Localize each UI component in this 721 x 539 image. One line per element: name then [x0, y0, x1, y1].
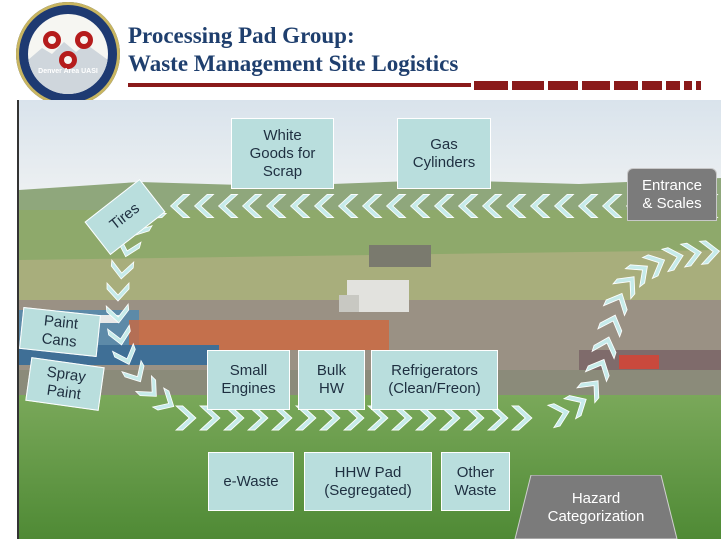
- flow-chevron: [111, 342, 136, 366]
- flow-chevron: [562, 395, 587, 420]
- flow-chevron: [217, 194, 239, 218]
- flow-chevron: [457, 194, 479, 218]
- title-line-2: Waste Management Site Logistics: [128, 51, 459, 76]
- small-engines-station: Small Engines: [207, 350, 290, 410]
- flow-chevron: [169, 194, 191, 218]
- flow-chevron: [601, 194, 623, 218]
- paint-cans-station: Paint Cans: [19, 307, 101, 357]
- bulk-hw-station: Bulk HW: [298, 350, 365, 410]
- hazard-categorization-shape: [514, 475, 678, 539]
- flow-chevron: [337, 194, 359, 218]
- flow-chevron: [612, 276, 636, 300]
- flow-chevron: [110, 259, 135, 280]
- flow-chevron: [624, 264, 648, 288]
- flow-chevron: [361, 194, 383, 218]
- flow-chevron: [597, 314, 623, 338]
- flow-chevron: [698, 240, 721, 265]
- flow-chevron: [193, 194, 215, 218]
- flow-chevron: [602, 292, 628, 317]
- flow-chevron: [151, 387, 175, 411]
- flow-chevron: [289, 194, 311, 218]
- flow-chevron: [584, 358, 610, 383]
- flow-chevron: [510, 405, 533, 431]
- flow-chevron: [198, 405, 221, 431]
- flow-chevron: [553, 194, 575, 218]
- flow-chevron: [529, 194, 551, 218]
- flow-chevron: [481, 194, 503, 218]
- flow-chevron: [433, 194, 455, 218]
- flow-chevron: [409, 194, 431, 218]
- flow-chevron: [313, 194, 335, 218]
- hhw-pad-station: HHW Pad (Segregated): [304, 452, 432, 511]
- title-line-1: Processing Pad Group:: [128, 23, 355, 48]
- flow-chevron: [107, 324, 131, 346]
- entrance-scales-station: Entrance & Scales: [627, 168, 717, 221]
- biohazard-icon: [28, 31, 108, 94]
- flow-chevron: [265, 194, 287, 218]
- flow-chevron: [591, 336, 617, 360]
- hazard-categorization-label: Hazard Categorization: [547, 490, 645, 525]
- flow-chevron: [241, 194, 263, 218]
- flow-chevron: [106, 281, 130, 302]
- flow-chevron: [641, 254, 666, 280]
- refrigerators-station: Refrigerators (Clean/Freon): [371, 350, 498, 410]
- slide-title: Processing Pad Group: Waste Management S…: [128, 22, 458, 78]
- flow-chevron: [385, 194, 407, 218]
- flow-chevron: [174, 405, 197, 431]
- flow-chevron: [105, 303, 130, 324]
- flow-chevron: [660, 247, 684, 273]
- white-goods-station: White Goods for Scrap: [231, 118, 334, 189]
- flow-chevron: [121, 359, 145, 383]
- gas-cylinders-station: Gas Cylinders: [397, 118, 491, 189]
- logo-text: Denver Area UASI: [38, 68, 98, 75]
- flow-chevron: [546, 403, 570, 429]
- title-underline: [128, 83, 471, 87]
- e-waste-station: e-Waste: [208, 452, 294, 511]
- photo-frame-left: [17, 100, 19, 539]
- other-waste-station: Other Waste: [441, 452, 510, 511]
- logo-seal-center: [28, 14, 108, 94]
- flow-chevron: [679, 242, 702, 268]
- flow-chevron: [577, 194, 599, 218]
- flow-chevron: [134, 374, 157, 397]
- flow-chevron: [505, 194, 527, 218]
- organization-logo: Denver Area UASI: [16, 2, 120, 106]
- flow-chevron: [576, 380, 600, 404]
